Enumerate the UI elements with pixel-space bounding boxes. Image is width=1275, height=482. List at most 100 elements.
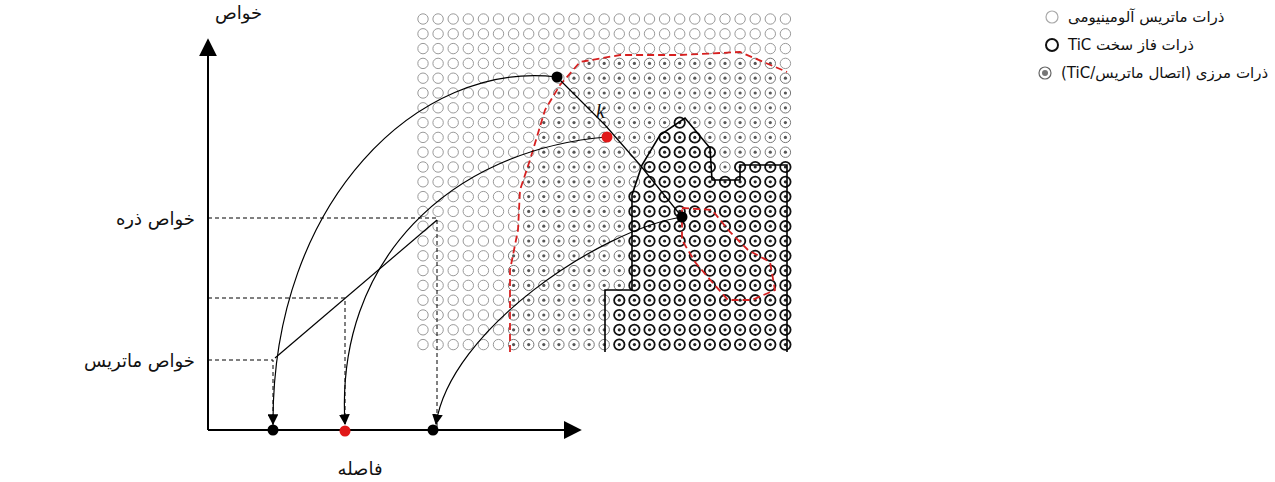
guide-line <box>208 360 273 430</box>
particle-core <box>603 239 606 242</box>
particle <box>659 310 669 320</box>
particle <box>705 73 715 83</box>
particle-dot <box>602 132 613 143</box>
particle <box>614 251 624 261</box>
particle-core <box>542 151 545 154</box>
particle-core <box>693 151 696 154</box>
particle-core <box>542 284 545 287</box>
particle <box>720 280 730 290</box>
particle <box>554 251 564 261</box>
legend-text: ذرات فاز سخت TiC <box>1068 36 1194 54</box>
particle <box>659 339 669 349</box>
particle <box>659 58 669 68</box>
particle-core <box>678 180 681 183</box>
particle <box>584 29 594 39</box>
particle-core <box>542 210 545 213</box>
particle <box>463 339 473 349</box>
particle-core <box>557 121 560 124</box>
particle-core <box>723 254 726 257</box>
particle-core <box>512 254 515 257</box>
particle <box>765 147 775 157</box>
particle-core <box>527 328 530 331</box>
particle <box>735 29 745 39</box>
particle <box>599 221 609 231</box>
particle <box>433 103 443 113</box>
particle <box>539 191 549 201</box>
particle <box>750 88 760 98</box>
particle-core <box>572 328 575 331</box>
particle <box>539 162 549 172</box>
particle-core <box>633 210 636 213</box>
particle <box>418 251 428 261</box>
particle <box>493 29 503 39</box>
particle <box>569 103 579 113</box>
particle-core <box>588 254 591 257</box>
particle <box>735 58 745 68</box>
particle-core <box>663 299 666 302</box>
particle-core <box>769 136 772 139</box>
particle-core <box>618 210 621 213</box>
particle <box>584 236 594 246</box>
particle-core <box>557 210 560 213</box>
particle <box>720 117 730 127</box>
particle <box>418 325 428 335</box>
legend-item: ذرات ماتریس آلومینیومی <box>1044 8 1225 26</box>
particle-core <box>678 106 681 109</box>
particle <box>599 265 609 275</box>
particle <box>433 280 443 290</box>
particle-core <box>663 180 666 183</box>
particle-core <box>769 299 772 302</box>
particle-core <box>588 165 591 168</box>
particle <box>750 236 760 246</box>
particle <box>765 73 775 83</box>
particle-core <box>754 284 757 287</box>
particle-core <box>739 210 742 213</box>
particle <box>735 206 745 216</box>
particle-core <box>618 313 621 316</box>
particle <box>448 236 458 246</box>
particle-core <box>663 210 666 213</box>
particle <box>690 147 700 157</box>
particle-core <box>603 151 606 154</box>
particle <box>629 191 639 201</box>
particle <box>705 29 715 39</box>
particle <box>629 265 639 275</box>
particle <box>554 295 564 305</box>
particle <box>463 14 473 24</box>
particle <box>493 43 503 53</box>
particle-core <box>708 313 711 316</box>
particle-core <box>648 136 651 139</box>
particle <box>418 58 428 68</box>
particle <box>750 14 760 24</box>
particle-core <box>693 328 696 331</box>
particle-core <box>542 180 545 183</box>
particle-core <box>633 77 636 80</box>
particle-core <box>542 195 545 198</box>
particle <box>735 117 745 127</box>
particle <box>690 265 700 275</box>
particle <box>780 132 790 142</box>
particle <box>765 295 775 305</box>
particle-core <box>754 180 757 183</box>
particle-core <box>572 136 575 139</box>
particle-core <box>739 195 742 198</box>
particle <box>584 295 594 305</box>
particle-core <box>693 254 696 257</box>
particle-core <box>633 62 636 65</box>
particle-core <box>542 121 545 124</box>
particle-core <box>784 91 787 94</box>
particle-core <box>557 328 560 331</box>
particle-core <box>739 343 742 346</box>
particle-core <box>557 343 560 346</box>
particle-core <box>663 77 666 80</box>
particle <box>508 191 518 201</box>
particle-core <box>572 239 575 242</box>
particle <box>765 117 775 127</box>
particle-core <box>723 136 726 139</box>
particle-core <box>693 91 696 94</box>
particle-core <box>648 239 651 242</box>
particle <box>554 221 564 231</box>
particle-core <box>663 136 666 139</box>
particle-core <box>618 343 621 346</box>
particle <box>418 132 428 142</box>
